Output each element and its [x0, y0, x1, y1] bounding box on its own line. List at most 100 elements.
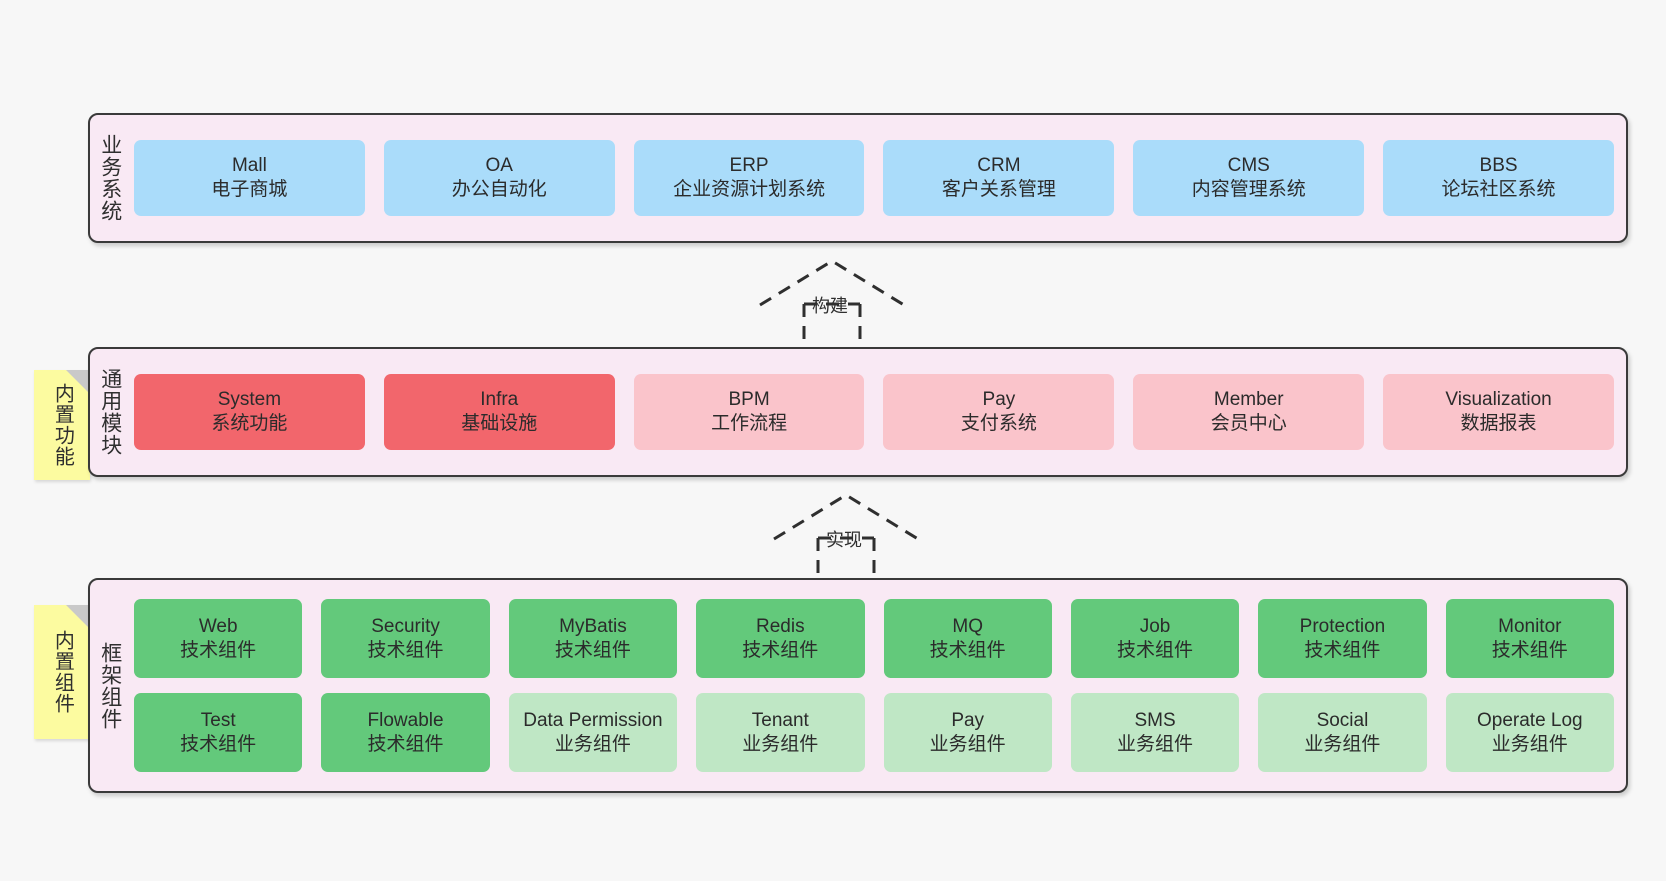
module-name: Pay: [982, 389, 1016, 411]
generalization-arrow-icon: [759, 259, 905, 347]
layer-caption-business: 业务系统: [98, 134, 122, 222]
module-desc: 技术组件: [367, 733, 444, 755]
module-name: Mall: [231, 155, 267, 177]
sticky-note-label: 内置功能: [51, 383, 74, 467]
module-desc: 业务组件: [554, 733, 631, 755]
module-desc: 技术组件: [1304, 639, 1381, 661]
layer-common-module: 通用模块 System 系统功能 Infra 基础设施 BPM 工作流程 Pay…: [88, 347, 1628, 477]
module-card-cms[interactable]: CMS 内容管理系统: [1133, 140, 1365, 216]
module-row: System 系统功能 Infra 基础设施 BPM 工作流程 Pay 支付系统…: [134, 374, 1614, 450]
module-name: Test: [200, 709, 236, 731]
module-row: Test 技术组件 Flowable 技术组件 Data Permission …: [134, 693, 1614, 772]
sticky-note-label: 内置组件: [51, 630, 74, 714]
module-desc: 业务组件: [1117, 733, 1194, 755]
module-desc: 技术组件: [554, 639, 631, 661]
module-desc: 数据报表: [1460, 413, 1537, 434]
module-desc: 支付系统: [960, 413, 1037, 434]
generalization-arrow-icon: [773, 493, 919, 581]
module-desc: 会员中心: [1210, 413, 1287, 434]
module-desc: 技术组件: [1117, 639, 1194, 661]
module-desc: 技术组件: [742, 639, 819, 661]
module-desc: 业务组件: [1491, 733, 1568, 755]
module-card-web[interactable]: Web 技术组件: [134, 599, 303, 678]
module-name: Monitor: [1498, 615, 1562, 637]
sticky-note-builtin-components: 内置组件: [34, 605, 90, 739]
module-card-pay[interactable]: Pay 支付系统: [883, 374, 1115, 450]
module-card-redis[interactable]: Redis 技术组件: [696, 599, 865, 678]
module-card-security[interactable]: Security 技术组件: [321, 599, 490, 678]
module-desc: 技术组件: [1491, 639, 1568, 661]
module-name: Pay: [951, 709, 985, 731]
module-name: Security: [371, 615, 440, 637]
module-desc: 企业资源计划系统: [673, 179, 826, 200]
module-card-social[interactable]: Social 业务组件: [1258, 693, 1427, 772]
module-desc: 基础设施: [461, 413, 538, 434]
module-name: Web: [198, 615, 238, 637]
module-desc: 系统功能: [211, 413, 288, 434]
module-desc: 技术组件: [180, 733, 257, 755]
module-desc: 论坛社区系统: [1441, 179, 1556, 200]
module-card-bpm[interactable]: BPM 工作流程: [633, 374, 865, 450]
module-name: Tenant: [751, 709, 809, 731]
module-name: BBS: [1479, 155, 1518, 177]
module-desc: 业务组件: [742, 733, 819, 755]
module-desc: 办公自动化: [451, 179, 547, 200]
module-desc: 客户关系管理: [941, 179, 1056, 200]
module-desc: 内容管理系统: [1191, 179, 1306, 200]
module-name: CRM: [977, 155, 1021, 177]
module-card-protection[interactable]: Protection 技术组件: [1258, 599, 1427, 678]
module-desc: 技术组件: [929, 639, 1006, 661]
module-desc: 工作流程: [711, 413, 788, 434]
module-card-test[interactable]: Test 技术组件: [134, 693, 303, 772]
module-card-mybatis[interactable]: MyBatis 技术组件: [508, 599, 678, 678]
module-name: Member: [1213, 389, 1284, 411]
connector-label-build: 构建: [812, 296, 848, 316]
layer-business-system: 业务系统 Mall 电子商城 OA 办公自动化 ERP 企业资源计划系统 CRM…: [88, 113, 1628, 243]
module-name: OA: [485, 155, 513, 177]
module-name: Job: [1139, 615, 1171, 637]
folded-corner-icon: [66, 370, 90, 394]
module-name: MyBatis: [559, 615, 627, 637]
module-desc: 业务组件: [1304, 733, 1381, 755]
module-name: SMS: [1134, 709, 1176, 731]
layer-framework-component: 框架组件 Web 技术组件 Security 技术组件 MyBatis 技术组件…: [88, 578, 1628, 793]
module-desc: 电子商城: [211, 179, 288, 200]
module-name: BPM: [728, 389, 770, 411]
layer-body-framework: Web 技术组件 Security 技术组件 MyBatis 技术组件 Redi…: [130, 580, 1626, 791]
module-card-monitor[interactable]: Monitor 技术组件: [1445, 599, 1614, 678]
module-card-tenant[interactable]: Tenant 业务组件: [696, 693, 865, 772]
module-card-mq[interactable]: MQ 技术组件: [883, 599, 1052, 678]
module-card-crm[interactable]: CRM 客户关系管理: [883, 140, 1115, 216]
module-name: ERP: [729, 155, 769, 177]
module-name: CMS: [1227, 155, 1270, 177]
module-card-mall[interactable]: Mall 电子商城: [134, 140, 365, 216]
module-row: Web 技术组件 Security 技术组件 MyBatis 技术组件 Redi…: [134, 599, 1614, 678]
module-card-flowable[interactable]: Flowable 技术组件: [321, 693, 490, 772]
module-name: Redis: [756, 615, 805, 637]
module-card-member[interactable]: Member 会员中心: [1133, 374, 1365, 450]
layer-caption-framework: 框架组件: [98, 641, 122, 730]
module-card-sms[interactable]: SMS 业务组件: [1070, 693, 1240, 772]
module-name: Protection: [1299, 615, 1386, 637]
module-name: MQ: [952, 615, 983, 637]
module-name: Social: [1316, 709, 1369, 731]
module-name: Flowable: [367, 709, 444, 731]
layer-body-common: System 系统功能 Infra 基础设施 BPM 工作流程 Pay 支付系统…: [130, 349, 1626, 475]
module-card-job[interactable]: Job 技术组件: [1070, 599, 1240, 678]
connector-label-implement: 实现: [826, 530, 862, 550]
module-name: Operate Log: [1476, 709, 1583, 731]
module-desc: 技术组件: [180, 639, 257, 661]
module-name: Visualization: [1445, 389, 1552, 411]
connector-implement: 实现: [766, 489, 926, 581]
module-card-visualization[interactable]: Visualization 数据报表: [1383, 374, 1614, 450]
layer-body-business: Mall 电子商城 OA 办公自动化 ERP 企业资源计划系统 CRM 客户关系…: [130, 115, 1626, 241]
module-card-infra[interactable]: Infra 基础设施: [383, 374, 615, 450]
module-card-erp[interactable]: ERP 企业资源计划系统: [633, 140, 865, 216]
module-card-operate-log[interactable]: Operate Log 业务组件: [1445, 693, 1614, 772]
module-name: Infra: [480, 389, 519, 411]
module-card-system[interactable]: System 系统功能: [134, 374, 365, 450]
module-card-bbs[interactable]: BBS 论坛社区系统: [1383, 140, 1614, 216]
module-card-pay-business[interactable]: Pay 业务组件: [883, 693, 1052, 772]
module-card-oa[interactable]: OA 办公自动化: [383, 140, 615, 216]
module-card-data-permission[interactable]: Data Permission 业务组件: [508, 693, 678, 772]
